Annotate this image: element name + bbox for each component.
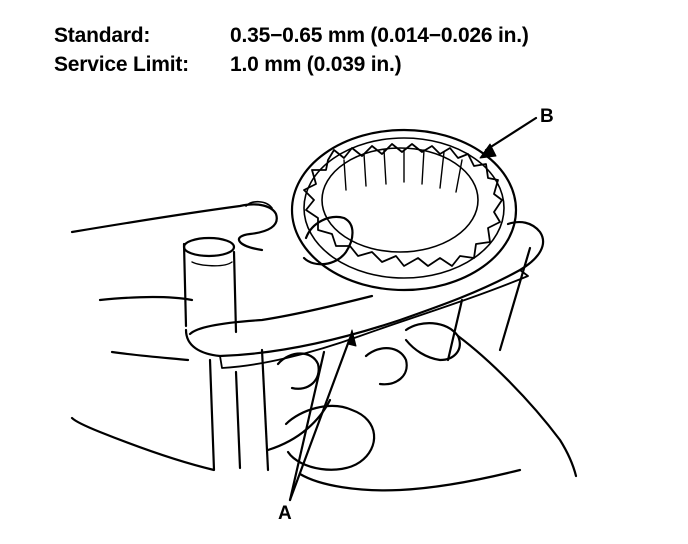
leader-a2: [288, 350, 326, 502]
gauge-plate: [184, 221, 545, 369]
service-limit-value: 1.0 mm (0.039 in.): [230, 53, 402, 76]
callout-label-a: A: [278, 503, 292, 524]
standard-value: 0.35−0.65 mm (0.014−0.026 in.): [230, 24, 529, 47]
standard-label: Standard:: [54, 24, 151, 47]
callout-leaders: [288, 116, 538, 502]
splined-ring: [290, 128, 518, 292]
left-hand-outline: [70, 200, 278, 362]
service-limit-spec-row: Service Limit: 1.0 mm (0.039 in.): [54, 53, 402, 77]
leader-b: [484, 116, 538, 152]
callout-label-b: B: [540, 106, 554, 127]
right-hand-outline: [276, 215, 578, 492]
leader-a1: [288, 336, 352, 502]
service-limit-label: Service Limit:: [54, 53, 189, 76]
standard-spec-row: Standard: 0.35−0.65 mm (0.014−0.026 in.): [54, 24, 529, 48]
